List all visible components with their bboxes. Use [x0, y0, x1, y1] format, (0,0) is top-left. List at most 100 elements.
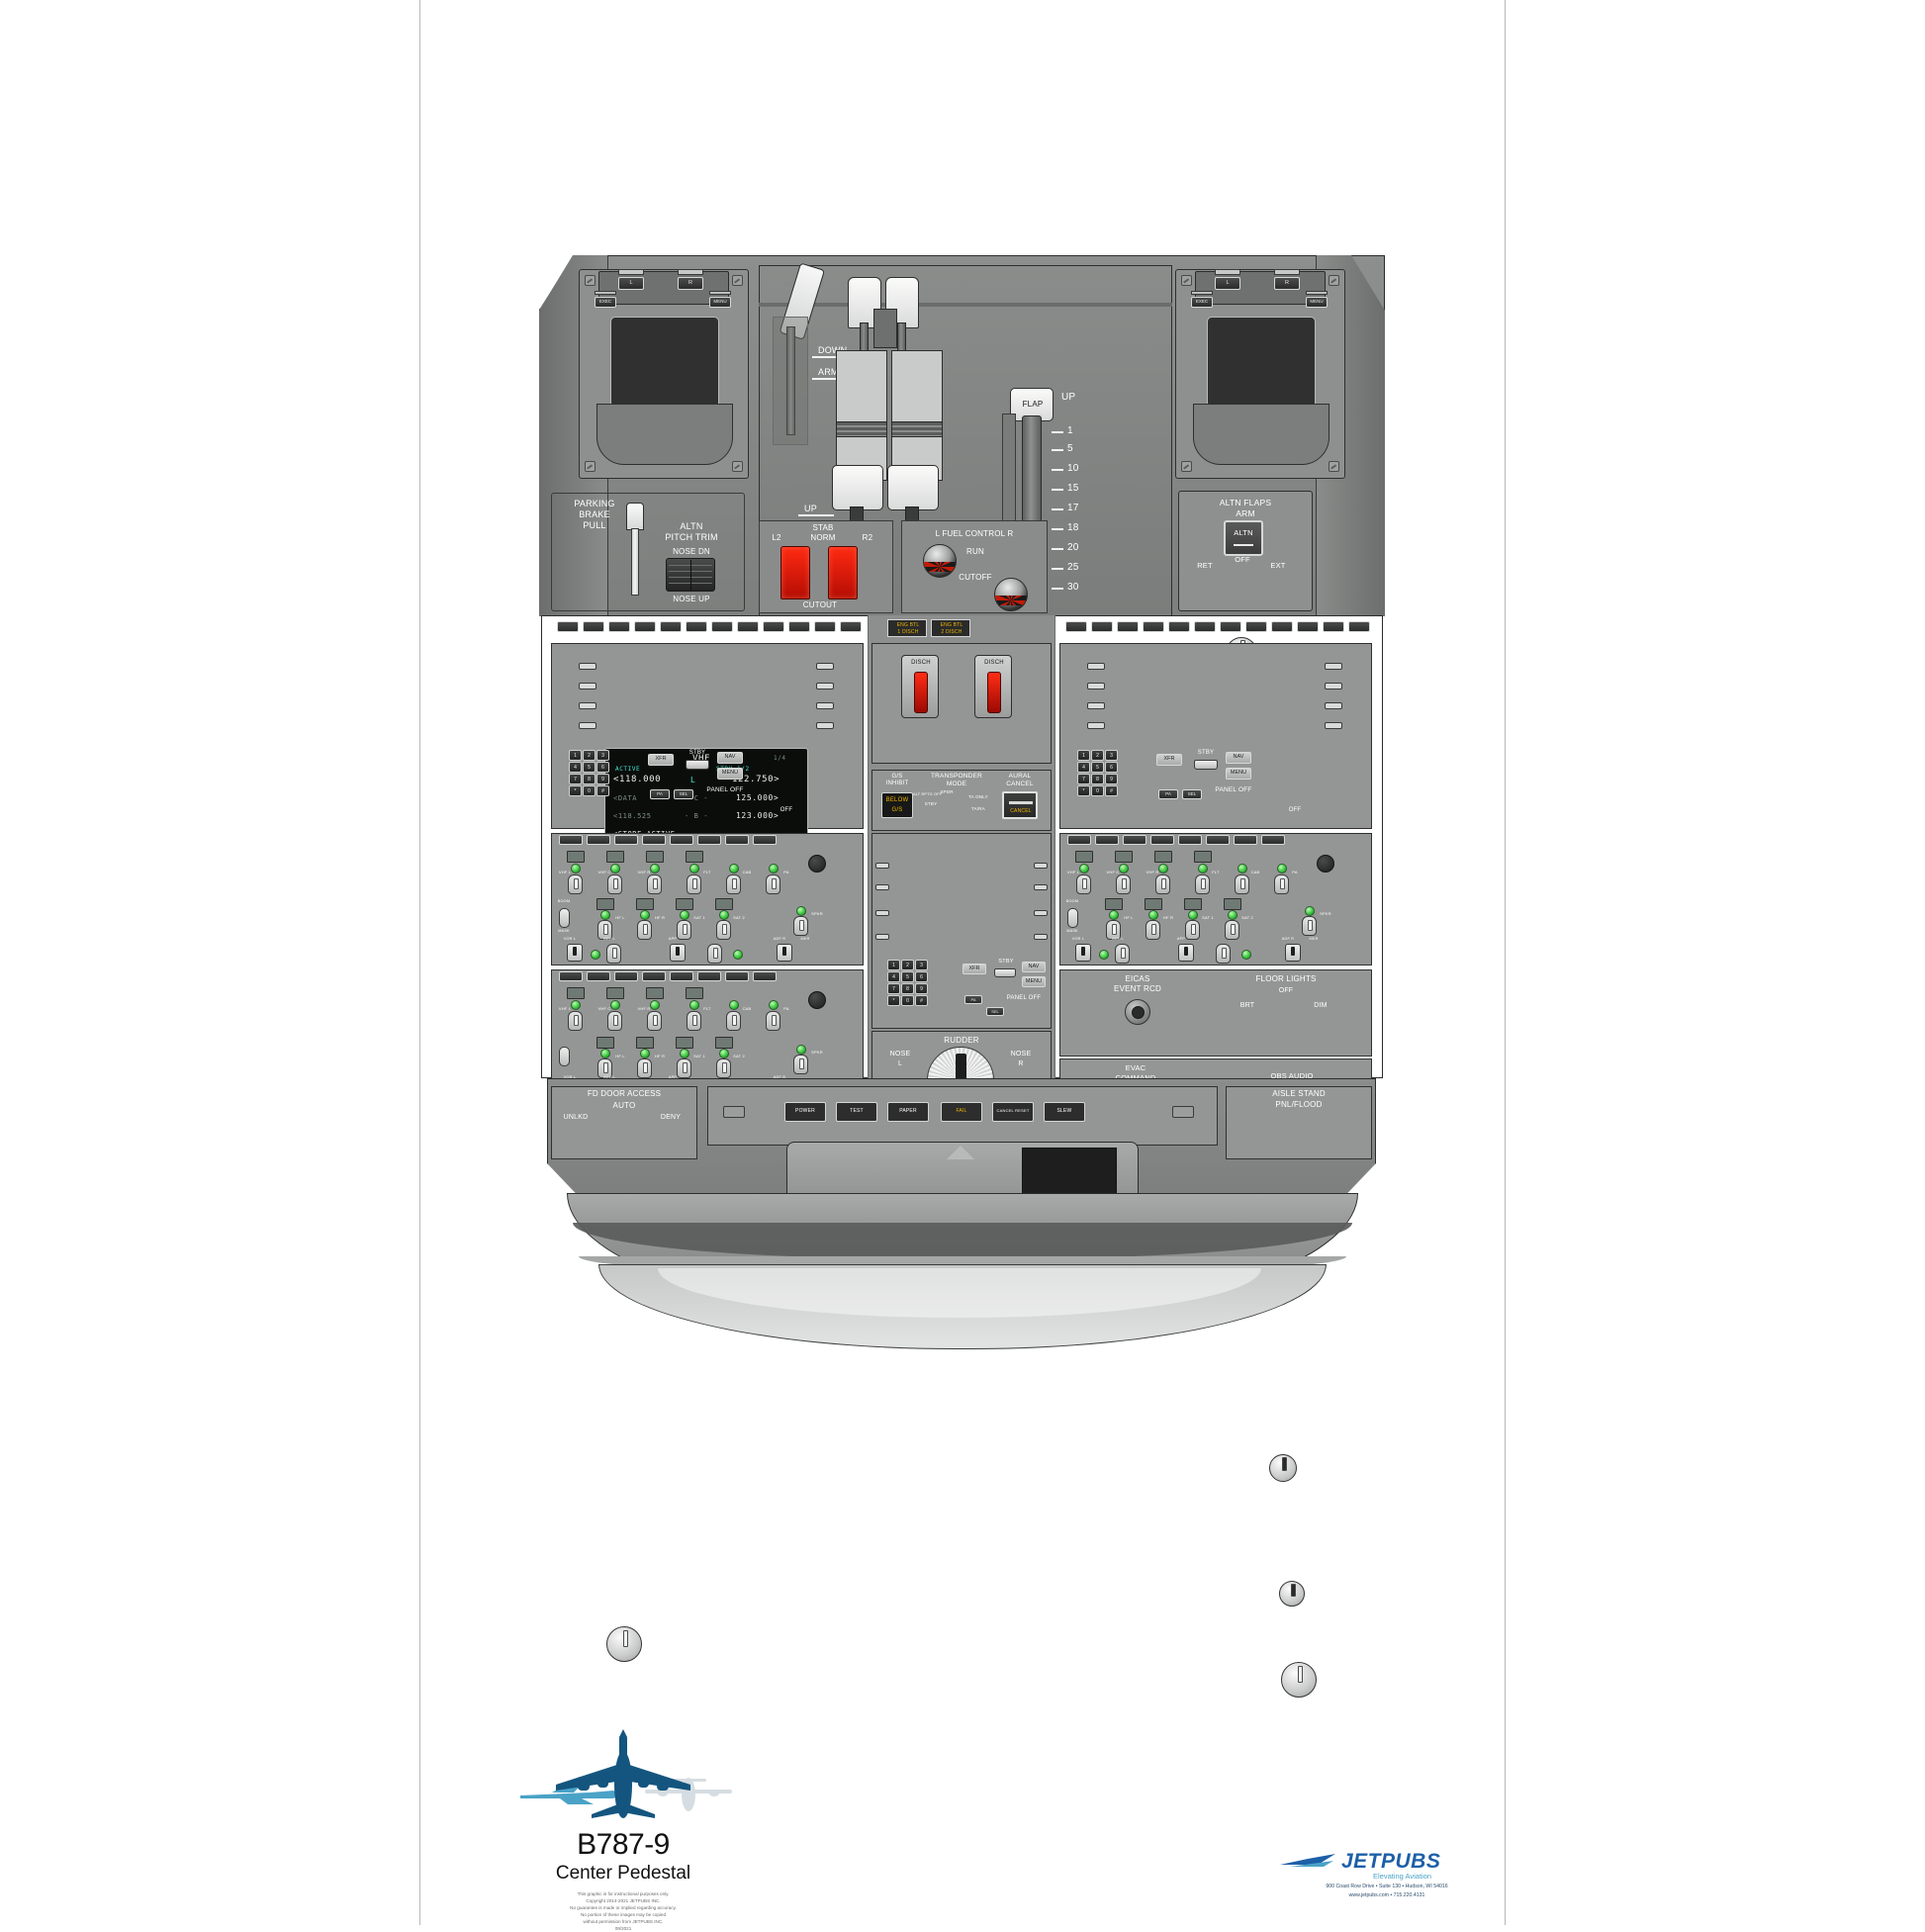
vhf-top-btn-11[interactable] [814, 621, 836, 632]
satcom-nav-button[interactable]: NAV [1022, 962, 1046, 972]
thrust-reverser-left[interactable] [836, 421, 887, 437]
obs-acp-top-btn-1[interactable] [559, 971, 583, 981]
fo-acp-nav-sw-adf-r[interactable] [1285, 944, 1301, 962]
vhf-lsk-l4[interactable] [579, 722, 596, 729]
capt-acp-sw-spkr[interactable] [793, 916, 808, 936]
obs-acp-top-btn-8[interactable] [753, 971, 777, 981]
capt-acp-vol-knob[interactable] [808, 855, 826, 873]
left-cdu-screen[interactable] [610, 317, 719, 408]
hf-stby-switch[interactable] [1194, 760, 1218, 770]
printer-btn-fail[interactable]: FAIL [941, 1102, 982, 1122]
vhf-key-2[interactable]: 2 [583, 750, 596, 761]
obs-acp-sw-hf-l[interactable] [597, 1058, 612, 1078]
fo-acp-sw-hf-r[interactable] [1146, 920, 1160, 940]
vhf-top-btn-1[interactable] [557, 621, 579, 632]
vhf-top-btn-3[interactable] [608, 621, 630, 632]
vhf-top-btn-8[interactable] [737, 621, 759, 632]
capt-acp-nav-sw-adf-r[interactable] [777, 944, 792, 962]
hf-key-star[interactable]: * [1077, 785, 1090, 796]
fo-acp-sw-hf-l[interactable] [1106, 920, 1121, 940]
fd-door-selector[interactable] [606, 1626, 642, 1662]
left-cdu-key-menu[interactable]: MENU [709, 297, 731, 308]
fo-acp-top-btn-5[interactable] [1178, 835, 1202, 845]
hf-lsk-r3[interactable] [1325, 702, 1342, 709]
vhf-key-8[interactable]: 8 [583, 774, 596, 784]
satcom-key-9[interactable]: 9 [915, 983, 928, 994]
vhf-top-btn-7[interactable] [711, 621, 733, 632]
capt-acp-sw-vhf-r[interactable] [647, 874, 662, 894]
capt-acp-sw-flt[interactable] [687, 874, 701, 894]
left-cdu-key-l[interactable]: L [618, 277, 644, 290]
fo-acp-sw-vhf-c[interactable] [1116, 874, 1131, 894]
gs-inhibit-button[interactable]: BELOW G/S [881, 792, 913, 818]
right-cdu-key-menu[interactable]: MENU [1306, 297, 1328, 308]
satcom-key-star[interactable]: * [887, 995, 900, 1006]
satcom-key-5[interactable]: 5 [901, 971, 914, 982]
satcom-stby-switch[interactable] [994, 968, 1016, 977]
vhf-keypad[interactable]: 1 2 3 4 5 6 7 8 9 * 0 # [569, 750, 634, 805]
capt-acp-nav-sw-adf-l[interactable] [606, 944, 621, 964]
eicas-event-button[interactable] [1125, 999, 1150, 1025]
hf-key-8[interactable]: 8 [1091, 774, 1104, 784]
hf-key-6[interactable]: 6 [1105, 762, 1118, 773]
vhf-lsk-r4[interactable] [816, 722, 834, 729]
satcom-lsk-l3[interactable] [875, 910, 889, 916]
obs-acp-top-btn-7[interactable] [725, 971, 749, 981]
capt-acp-sw-pa[interactable] [766, 874, 780, 894]
fo-acp-top-btn-8[interactable] [1261, 835, 1285, 845]
fo-acp-sw-flt[interactable] [1195, 874, 1210, 894]
printer-latch-right[interactable] [1172, 1106, 1194, 1118]
vhf-xfr-button[interactable]: XFR [648, 754, 674, 766]
capt-acp-top-btn-8[interactable] [753, 835, 777, 845]
hf-key-9[interactable]: 9 [1105, 774, 1118, 784]
printer-btn-cancel[interactable]: CANCEL RESET [992, 1102, 1034, 1122]
stab-cutout-switch-l2[interactable] [780, 546, 810, 599]
vhf-top-btn-4[interactable] [634, 621, 656, 632]
satcom-lsk-r4[interactable] [1034, 934, 1048, 940]
vhf-lsk-r3[interactable] [816, 702, 834, 709]
vhf-key-hash[interactable]: # [596, 785, 609, 796]
vhf-key-5[interactable]: 5 [583, 762, 596, 773]
altn-flaps-switch[interactable]: ALTN [1224, 520, 1263, 556]
vhf-lsk-l3[interactable] [579, 702, 596, 709]
capt-acp-sw-vhf-l[interactable] [568, 874, 583, 894]
satcom-xfr-button[interactable]: XFR [962, 964, 986, 974]
satcom-lsk-r3[interactable] [1034, 910, 1048, 916]
vhf-key-0[interactable]: 0 [583, 785, 596, 796]
aural-cancel-button[interactable]: CANCEL [1002, 791, 1038, 819]
obs-acp-sw-vhf-c[interactable] [607, 1011, 622, 1031]
vhf-top-btn-5[interactable] [660, 621, 682, 632]
capt-acp-top-btn-3[interactable] [614, 835, 638, 845]
capt-acp-sw-sat2[interactable] [716, 920, 731, 940]
vhf-menu-button[interactable]: MENU [717, 768, 743, 780]
fire-handle-left[interactable]: DISCH [901, 655, 939, 718]
obs-acp-top-btn-2[interactable] [587, 971, 610, 981]
vhf-nav-button[interactable]: NAV [717, 752, 743, 764]
hf-top-btn-1[interactable] [1065, 621, 1087, 632]
capt-acp-nav-sw-app[interactable] [670, 944, 686, 962]
vhf-lsk-r2[interactable] [816, 683, 834, 690]
capt-acp-sw-hf-r[interactable] [637, 920, 652, 940]
hf-top-btn-2[interactable] [1091, 621, 1113, 632]
obs-acp-sw-vhf-r[interactable] [647, 1011, 662, 1031]
vhf-lsk-r1[interactable] [816, 663, 834, 670]
vhf-top-btn-6[interactable] [686, 621, 707, 632]
thrust-reverser-right[interactable] [891, 421, 943, 437]
hf-top-btn-3[interactable] [1117, 621, 1139, 632]
hf-key-2[interactable]: 2 [1091, 750, 1104, 761]
obs-acp-mic-mask-switch[interactable] [559, 1047, 570, 1066]
hf-key-7[interactable]: 7 [1077, 774, 1090, 784]
fo-acp-top-btn-6[interactable] [1206, 835, 1230, 845]
hf-key-0[interactable]: 0 [1091, 785, 1104, 796]
right-cdu-key-exec[interactable]: EXEC [1191, 297, 1213, 308]
hf-lsk-r1[interactable] [1325, 663, 1342, 670]
capt-acp-top-btn-6[interactable] [697, 835, 721, 845]
capt-acp-top-btn-7[interactable] [725, 835, 749, 845]
fo-acp-top-btn-1[interactable] [1067, 835, 1091, 845]
hf-lsk-l1[interactable] [1087, 663, 1105, 670]
satcom-menu-button[interactable]: MENU [1022, 976, 1046, 987]
fo-acp-sw-spkr[interactable] [1302, 916, 1317, 936]
vhf-key-1[interactable]: 1 [569, 750, 582, 761]
satcom-key-4[interactable]: 4 [887, 971, 900, 982]
obs-acp-sw-spkr[interactable] [793, 1055, 808, 1074]
